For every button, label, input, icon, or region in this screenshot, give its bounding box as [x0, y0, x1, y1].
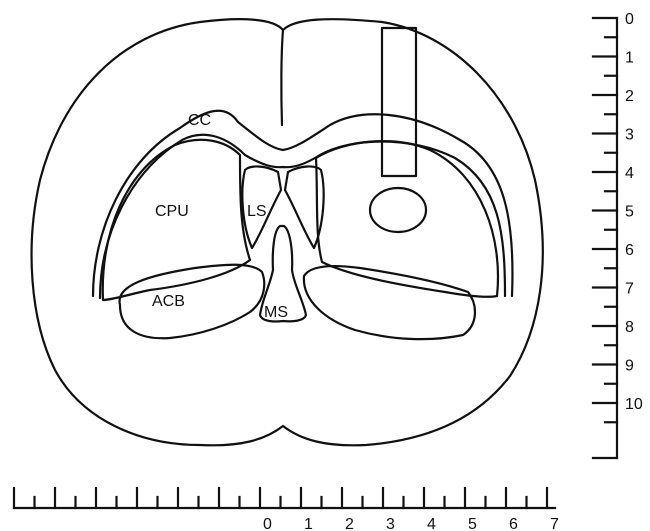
- vertical-tick-label: 2: [625, 88, 634, 105]
- vertical-tick-label: 10: [625, 396, 643, 413]
- horizontal-tick-label: 7: [550, 516, 559, 531]
- vertical-tick-label: 3: [625, 127, 634, 144]
- injection-site: [370, 188, 426, 232]
- label-cc: CC: [188, 112, 211, 129]
- vertical-tick-label: 0: [625, 11, 634, 28]
- vertical-tick-label: 1: [625, 50, 634, 67]
- label-ms: MS: [264, 304, 288, 321]
- horizontal-tick-label: 2: [345, 516, 354, 531]
- vertical-tick-label: 7: [625, 281, 634, 298]
- acb-left-outline: [120, 265, 265, 339]
- horizontal-scale: 0 1 2 3 4 5 6 7: [14, 488, 559, 531]
- vertical-scale: 0 1 2 3 4 5 6 7 8 9 10: [593, 11, 643, 458]
- vertical-tick-label: 9: [625, 358, 634, 375]
- vertical-tick-label: 8: [625, 319, 634, 336]
- vertical-tick-label: 6: [625, 242, 634, 259]
- label-cpu: CPU: [155, 203, 189, 220]
- horizontal-tick-label: 6: [509, 516, 518, 531]
- label-ls: LS: [247, 203, 267, 220]
- label-acb: ACB: [152, 293, 185, 310]
- midline-fissure: [281, 30, 283, 125]
- cannula-track: [382, 28, 416, 176]
- cpu-right-outline: [316, 141, 498, 297]
- vertical-tick-label: 4: [625, 165, 634, 182]
- horizontal-tick-label: 5: [468, 516, 477, 531]
- horizontal-tick-label: 3: [386, 516, 395, 531]
- vertical-tick-label: 5: [625, 204, 634, 221]
- horizontal-tick-label: 0: [263, 516, 272, 531]
- horizontal-tick-label: 4: [427, 516, 436, 531]
- acb-right-outline: [304, 266, 475, 339]
- horizontal-tick-label: 1: [304, 516, 313, 531]
